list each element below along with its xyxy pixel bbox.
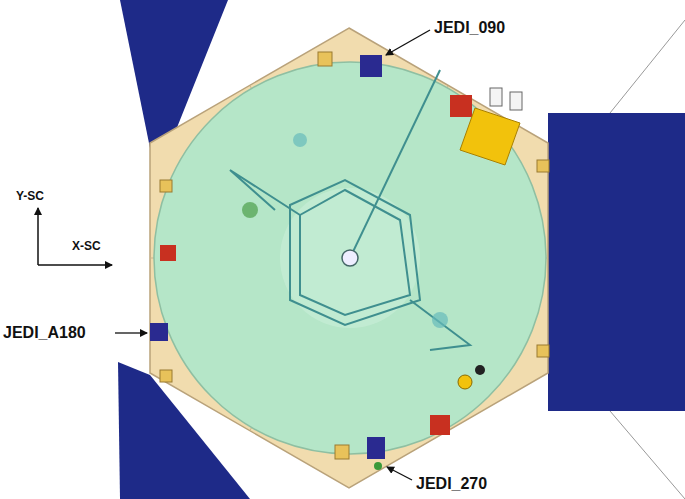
leader-arrow xyxy=(386,30,430,55)
high-gain-antenna xyxy=(154,62,546,454)
axis-arrow xyxy=(38,264,112,266)
axis-label: X-SC xyxy=(72,240,101,252)
leader-arrow xyxy=(115,332,147,333)
sensor-label: JEDI_090 xyxy=(434,20,505,36)
sensor-label: JEDI_270 xyxy=(416,476,487,492)
axis-label: Y-SC xyxy=(16,190,44,202)
leader-arrow xyxy=(387,467,412,480)
axis-arrow xyxy=(37,208,39,265)
sensor-label: JEDI_A180 xyxy=(3,325,86,341)
jedi-sensor xyxy=(150,323,168,341)
jedi-sensor xyxy=(367,437,385,459)
jedi-sensor xyxy=(360,55,382,77)
solar-array xyxy=(548,113,685,411)
deck-hexagon xyxy=(150,28,548,488)
